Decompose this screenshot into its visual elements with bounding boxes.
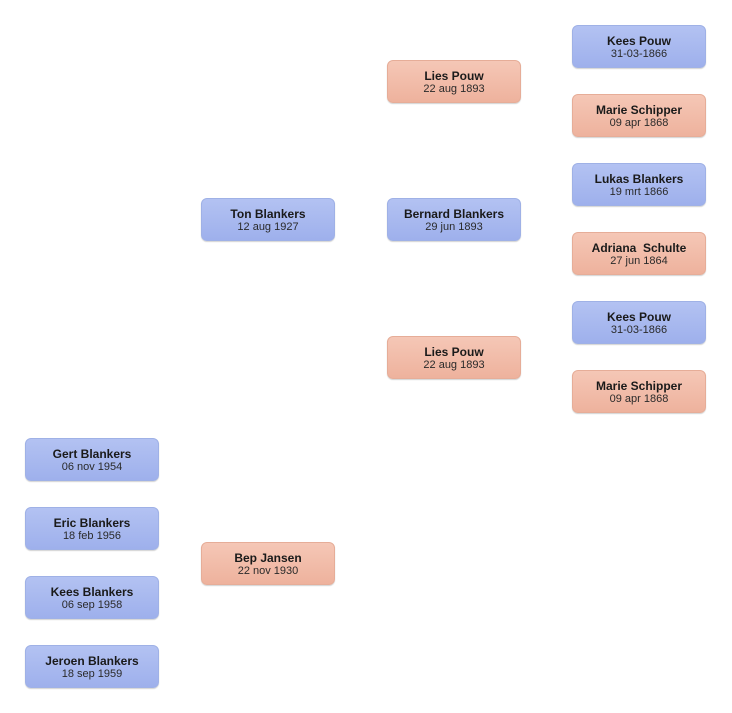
person-node-kees-pouw[interactable]: Kees Pouw 31-03-1866 [572,25,706,68]
person-node-gert-blankers[interactable]: Gert Blankers 06 nov 1954 [25,438,159,481]
person-node-lies-pouw[interactable]: Lies Pouw 22 aug 1893 [387,60,521,103]
person-birth-date: 29 jun 1893 [425,221,483,233]
person-node-kees-pouw[interactable]: Kees Pouw 31-03-1866 [572,301,706,344]
person-birth-date: 09 apr 1868 [609,393,669,405]
person-node-jeroen-blankers[interactable]: Jeroen Blankers 18 sep 1959 [25,645,159,688]
person-birth-date: 12 aug 1927 [237,221,299,233]
person-node-lies-pouw[interactable]: Lies Pouw 22 aug 1893 [387,336,521,379]
person-node-lukas-blankers[interactable]: Lukas Blankers 19 mrt 1866 [572,163,706,206]
person-birth-date: 22 nov 1930 [237,565,299,577]
person-node-eric-blankers[interactable]: Eric Blankers 18 feb 1956 [25,507,159,550]
person-birth-date: 22 aug 1893 [423,359,485,371]
person-birth-date: 06 nov 1954 [61,461,123,473]
person-birth-date: 09 apr 1868 [609,117,669,129]
person-node-marie-schipper[interactable]: Marie Schipper 09 apr 1868 [572,94,706,137]
person-node-marie-schipper[interactable]: Marie Schipper 09 apr 1868 [572,370,706,413]
person-birth-date: 22 aug 1893 [423,83,485,95]
person-name: Lukas Blankers [594,172,684,186]
person-name: Jeroen Blankers [45,654,139,668]
person-name: Kees Pouw [606,34,672,48]
person-node-adriana-schulte[interactable]: Adriana Schulte 27 jun 1864 [572,232,706,275]
person-name: Kees Blankers [50,585,134,599]
person-birth-date: 31-03-1866 [610,48,668,60]
person-name: Kees Pouw [606,310,672,324]
person-name: Gert Blankers [52,447,132,461]
person-name: Eric Blankers [53,516,131,530]
person-node-bernard-blankers[interactable]: Bernard Blankers 29 jun 1893 [387,198,521,241]
person-name: Ton Blankers [230,207,306,221]
person-birth-date: 18 feb 1956 [62,530,122,542]
person-name: Lies Pouw [424,345,484,359]
person-name: Bep Jansen [234,551,302,565]
person-node-kees-blankers[interactable]: Kees Blankers 06 sep 1958 [25,576,159,619]
person-name: Bernard Blankers [403,207,505,221]
person-birth-date: 31-03-1866 [610,324,668,336]
person-birth-date: 18 sep 1959 [61,668,123,680]
person-node-ton-blankers[interactable]: Ton Blankers 12 aug 1927 [201,198,335,241]
person-birth-date: 06 sep 1958 [61,599,123,611]
person-name: Marie Schipper [595,379,683,393]
person-node-bep-jansen[interactable]: Bep Jansen 22 nov 1930 [201,542,335,585]
person-birth-date: 19 mrt 1866 [609,186,669,198]
person-birth-date: 27 jun 1864 [610,255,668,267]
person-name: Lies Pouw [424,69,484,83]
person-name: Marie Schipper [595,103,683,117]
person-name: Adriana Schulte [591,241,687,255]
